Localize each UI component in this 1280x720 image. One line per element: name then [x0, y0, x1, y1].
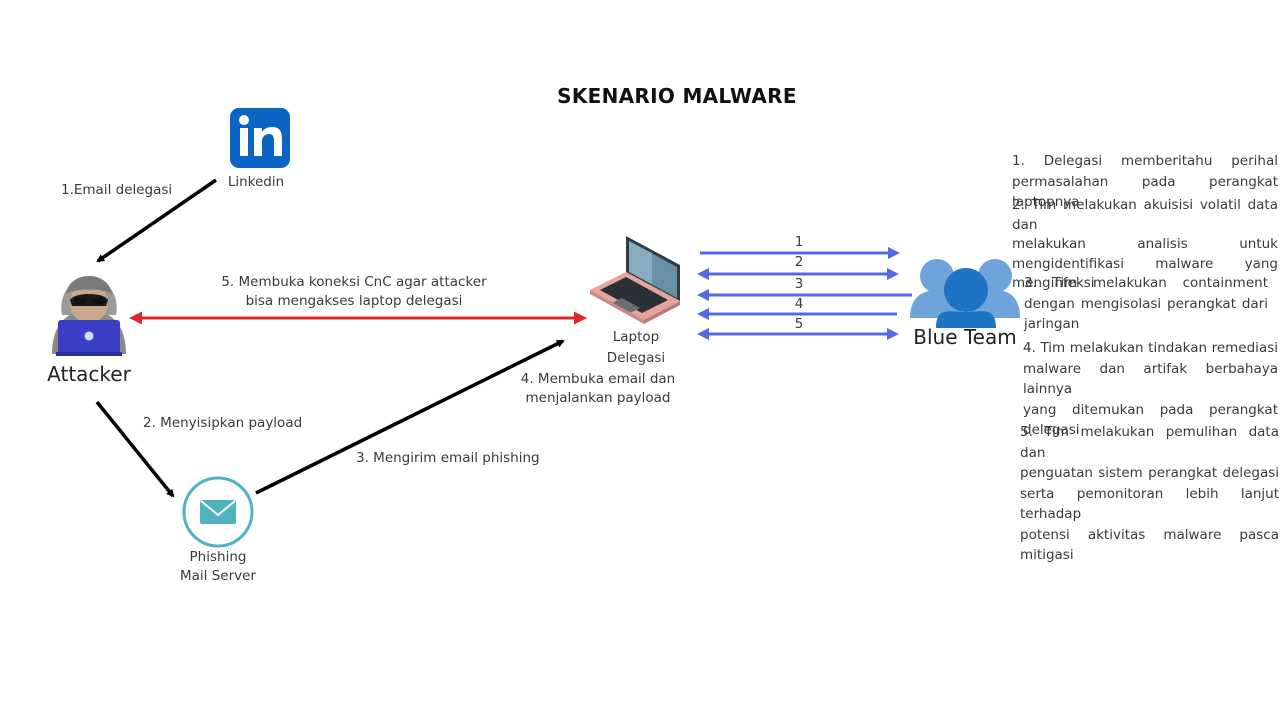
edge-label-cnc-line1: 5. Membuka koneksi CnC agar attacker — [221, 274, 487, 290]
step-2-line-2: melakukan analisis untuk — [1012, 236, 1278, 252]
step-5-line-4: potensi aktivitas malware pasca mitigasi — [1020, 526, 1279, 564]
arrow-number-4: 4 — [794, 296, 804, 312]
step-3: 3. Tim melakukan containment dengan meng… — [1024, 273, 1268, 335]
attacker-label: Attacker — [47, 362, 131, 386]
arrow-number-1: 1 — [794, 234, 804, 250]
linkedin-label: Linkedin — [227, 174, 285, 190]
step-1-line-2: permasalahan pada perangkat laptopnya — [1012, 173, 1278, 211]
arrow-attacker-to-mailserver — [95, 400, 175, 498]
arrow-linkedin-to-attacker — [96, 178, 217, 263]
edge-label-cnc-line2: bisa mengakses laptop delegasi — [245, 293, 463, 309]
arrow-number-3: 3 — [794, 276, 804, 292]
step-4-line-3: yang ditemukan pada perangkat — [1023, 401, 1278, 418]
arrow-number-2: 2 — [794, 254, 804, 270]
laptop-icon — [590, 236, 680, 324]
edge-label-sisipkan-payload: 2. Menyisipkan payload — [143, 415, 303, 431]
step-1-line-1: 1. Delegasi memberitahu perihal — [1012, 153, 1278, 169]
diagram-title: SKENARIO MALWARE — [557, 84, 797, 108]
blue-team-icon — [910, 259, 1020, 328]
laptop-label-line1: Laptop — [612, 329, 660, 345]
step-5: 5. Tim melakukan pemulihan data dan peng… — [1020, 422, 1279, 566]
step-2-line-1: 2. Tim melakukan akuisisi volatil data d… — [1012, 197, 1278, 233]
step-4-line-1: 4. Tim melakukan tindakan remediasi — [1023, 340, 1278, 356]
step-5-line-1: 5. Tim melakukan pemulihan data dan — [1020, 424, 1279, 461]
mail-server-icon — [182, 476, 254, 548]
step-3-line-1: 3. Tim melakukan containment — [1024, 275, 1268, 291]
hacker-icon — [52, 276, 126, 356]
step-4-line-4: delegasi — [1023, 422, 1080, 438]
linkedin-icon — [230, 108, 290, 168]
edge-label-kirim-phishing: 3. Mengirim email phishing — [356, 450, 540, 466]
mail-server-label-line1: Phishing — [189, 549, 247, 565]
step-2-line-4: menginfeksi — [1012, 275, 1095, 291]
mail-server-label-line2: Mail Server — [180, 568, 256, 584]
arrow-mailserver-to-laptop — [255, 339, 565, 495]
step-5-line-3: serta pemonitoran lebih lanjut terhadap — [1020, 485, 1279, 523]
step-1: 1. Delegasi memberitahu perihal permasal… — [1012, 151, 1278, 213]
edge-label-buka-email-line1: 4. Membuka email dan — [520, 371, 676, 387]
step-3-line-3: jaringan — [1024, 316, 1080, 332]
blue-team-label: Blue Team — [913, 325, 1017, 349]
step-3-line-2: dengan mengisolasi perangkat dari — [1024, 295, 1268, 312]
step-2: 2. Tim melakukan akuisisi volatil data d… — [1012, 196, 1278, 294]
step-2-line-3: mengidentifikasi malware yang — [1012, 255, 1278, 272]
arrow-number-5: 5 — [794, 316, 804, 332]
edge-label-buka-email-line2: menjalankan payload — [525, 390, 671, 406]
step-4: 4. Tim melakukan tindakan remediasi malw… — [1023, 338, 1278, 441]
laptop-label-line2: Delegasi — [606, 350, 666, 366]
step-5-line-2: penguatan sistem perangkat delegasi — [1020, 465, 1279, 481]
step-4-line-2: malware dan artifak berbahaya lainnya — [1023, 360, 1278, 398]
edge-label-email-delegasi: 1.Email delegasi — [61, 182, 173, 198]
